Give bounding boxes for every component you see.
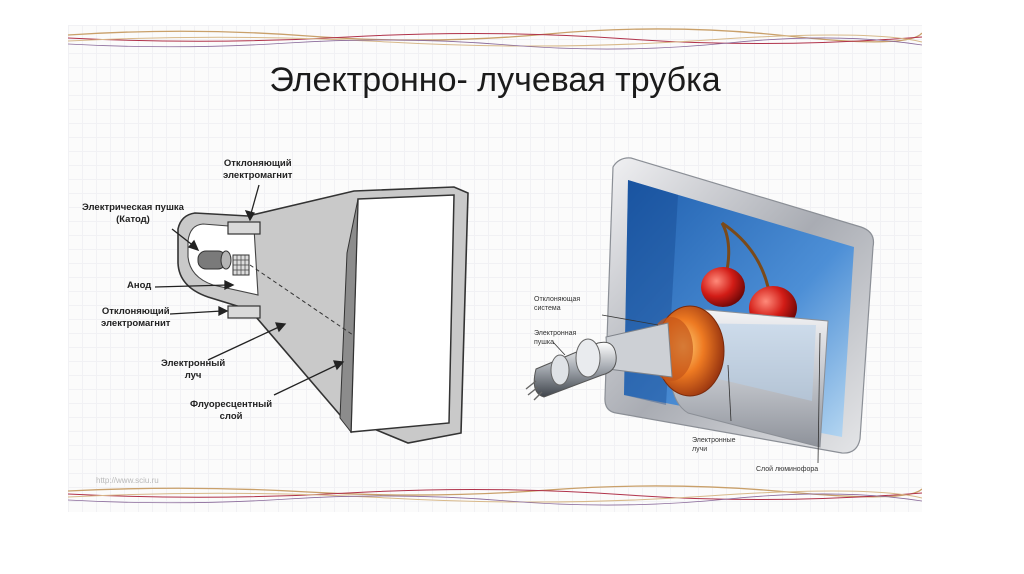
label-deflection-line2: система — [534, 304, 580, 313]
slide: Электронно- лучевая трубка Отк — [68, 25, 922, 512]
label-deflection-line1: Отклоняющая — [534, 295, 580, 304]
label-electron-beams-line2: лучи — [692, 445, 736, 454]
label-electron-beams-line1: Электронные — [692, 436, 736, 445]
label-phosphor-layer: Слой люминофора — [756, 465, 818, 474]
cherry-1 — [701, 267, 745, 307]
label-electron-gun-right: Электронная пушка — [534, 329, 576, 347]
label-electron-gun-line2: пушка — [534, 338, 576, 347]
label-electron-beams: Электронные лучи — [692, 436, 736, 454]
decorative-bottom-band — [68, 483, 922, 509]
electron-gun — [534, 342, 616, 397]
label-deflection-system: Отклоняющая система — [534, 295, 580, 313]
crt-illustration — [68, 25, 922, 512]
label-electron-gun-line1: Электронная — [534, 329, 576, 338]
